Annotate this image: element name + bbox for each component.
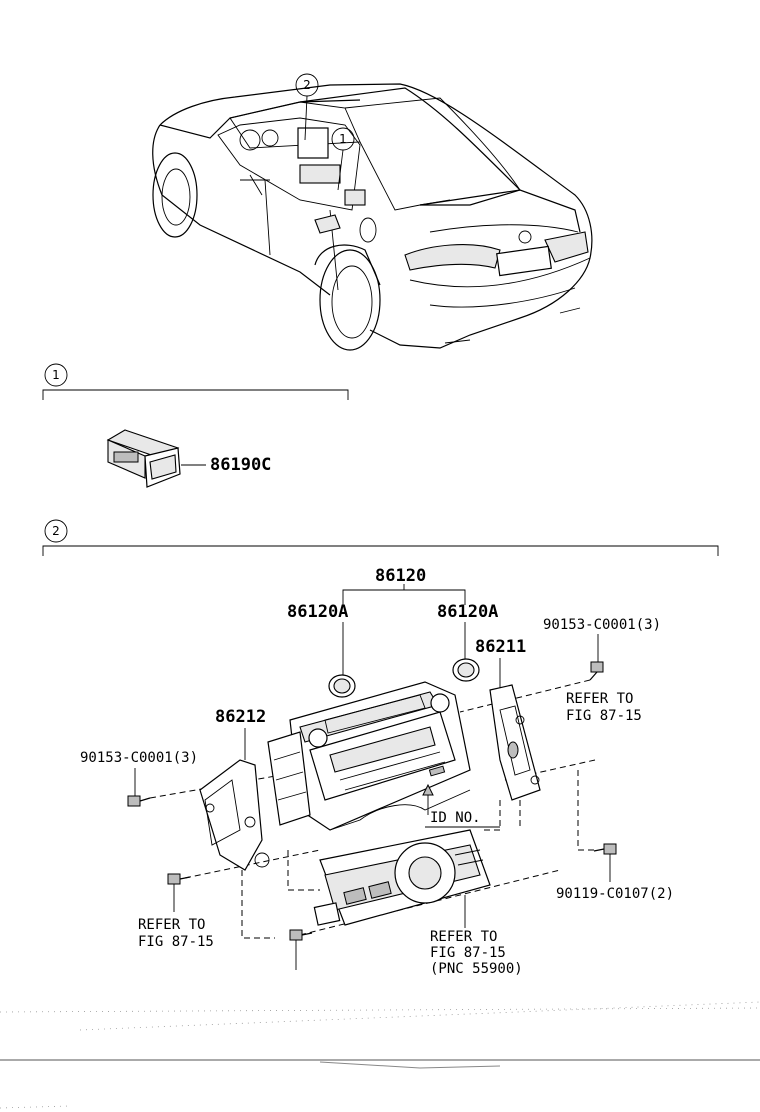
climate-control-panel (313, 829, 491, 926)
refer-right-line1: REFER TO (566, 691, 633, 707)
refer-bottom-line3: (PNC 55900) (430, 961, 523, 977)
part-number-86120a-right: 86120A (437, 602, 498, 622)
part-number-86120a-left: 86120A (287, 602, 348, 622)
overview-callout-2: 2 (295, 73, 319, 97)
screw-left (127, 795, 151, 807)
section-1-header: 1 (42, 363, 349, 400)
part-number-86212: 86212 (215, 707, 266, 727)
screw-bottom-left-a (167, 873, 191, 885)
knob-left (328, 674, 356, 698)
assembly-bracket (342, 584, 466, 605)
screw-bottom-center (289, 929, 313, 941)
car-overview-illustration (152, 83, 593, 351)
bracket-86211 (489, 684, 541, 801)
switch-86190c-illustration (106, 429, 206, 488)
part-number-86190c: 86190C (210, 455, 271, 475)
screw-label-left: 90153-C0001(3) (80, 750, 198, 766)
svg-text:2: 2 (52, 524, 60, 538)
part-number-86211: 86211 (475, 637, 526, 657)
screw-bottom-right (593, 843, 617, 855)
page-bottom-rules (0, 1001, 760, 1109)
svg-text:1: 1 (339, 132, 347, 146)
refer-right-line2: FIG 87-15 (566, 708, 642, 724)
refer-left-line2: FIG 87-15 (138, 934, 214, 950)
svg-text:1: 1 (52, 368, 60, 382)
refer-bottom-line2: FIG 87-15 (430, 945, 506, 961)
overview-callout-1: 1 (331, 127, 355, 151)
refer-bottom-line1: REFER TO (430, 929, 497, 945)
part-number-86120: 86120 (375, 566, 426, 586)
screw-top-right (589, 661, 604, 681)
knob-right (452, 658, 480, 682)
id-arrow (422, 783, 434, 796)
screw-label-bottom-right: 90119-C0107(2) (556, 886, 674, 902)
screw-label-top-right: 90153-C0001(3) (543, 617, 661, 633)
bracket-86212 (199, 759, 270, 871)
svg-text:2: 2 (303, 78, 311, 92)
audio-head-unit (267, 681, 471, 831)
id-number-label: ID NO. (430, 810, 481, 826)
section-2-header: 2 (42, 519, 719, 556)
refer-left-line1: REFER TO (138, 917, 205, 933)
